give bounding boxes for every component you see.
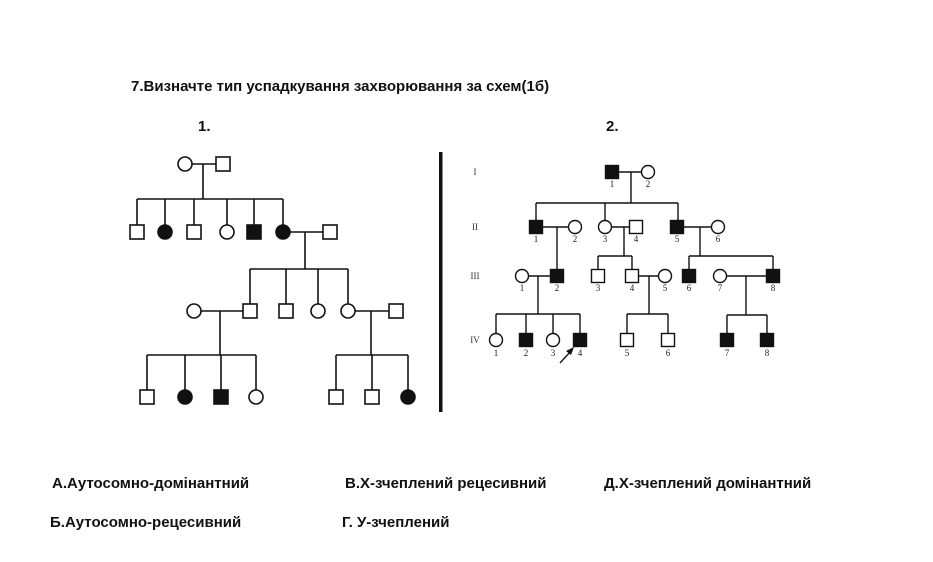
female-symbol — [310, 303, 326, 319]
affected-male-symbol — [765, 268, 781, 284]
generation-label: II — [472, 222, 478, 232]
male-symbol — [242, 303, 258, 319]
scheme-1-label: 1. — [198, 118, 211, 135]
male-symbol — [660, 332, 676, 348]
generation-label: III — [471, 271, 480, 281]
female-symbol — [248, 389, 264, 405]
male-symbol — [624, 268, 640, 284]
answer-b[interactable]: Б.Аутосомно-рецесивний — [50, 514, 242, 531]
individual-number: 6 — [716, 234, 721, 244]
female-symbol — [567, 219, 583, 235]
female-symbol — [712, 268, 728, 284]
individual-number: 1 — [520, 283, 525, 293]
scheme-2-label: 2. — [606, 118, 619, 135]
female-symbol — [640, 164, 656, 180]
individual-number: 7 — [725, 348, 730, 358]
individual-number: 3 — [596, 283, 601, 293]
female-symbol — [514, 268, 530, 284]
answer-g[interactable]: Г. У-зчеплений — [342, 514, 450, 531]
individual-number: 8 — [765, 348, 770, 358]
male-symbol — [628, 219, 644, 235]
pedigree-1 — [129, 156, 416, 405]
affected-female-symbol — [275, 224, 291, 240]
female-symbol — [177, 156, 193, 172]
answer-v[interactable]: В.Х-зчеплений рецесивний — [345, 475, 547, 492]
individual-number: 5 — [625, 348, 630, 358]
generation-label: I — [474, 167, 477, 177]
male-symbol — [364, 389, 380, 405]
male-symbol — [328, 389, 344, 405]
male-symbol — [215, 156, 231, 172]
individual-number: 1 — [494, 348, 499, 358]
affected-male-symbol — [549, 268, 565, 284]
individual-number: 8 — [771, 283, 776, 293]
male-symbol — [278, 303, 294, 319]
individual-number: 7 — [718, 283, 723, 293]
individual-number: 1 — [534, 234, 539, 244]
male-symbol — [129, 224, 145, 240]
individual-number: 6 — [666, 348, 671, 358]
answer-d[interactable]: Д.Х-зчеплений домінантний — [604, 475, 812, 492]
individual-number: 4 — [578, 348, 583, 358]
divider — [439, 152, 443, 412]
male-symbol — [590, 268, 606, 284]
affected-male-symbol — [518, 332, 534, 348]
individual-number: 2 — [555, 283, 560, 293]
affected-female-symbol — [400, 389, 416, 405]
individual-number: 2 — [524, 348, 529, 358]
female-symbol — [657, 268, 673, 284]
female-symbol — [710, 219, 726, 235]
female-symbol — [488, 332, 504, 348]
individual-number: 5 — [663, 283, 668, 293]
individual-number: 3 — [603, 234, 608, 244]
individual-number: 4 — [634, 234, 639, 244]
male-symbol — [322, 224, 338, 240]
female-symbol — [219, 224, 235, 240]
pedigree-2 — [488, 164, 781, 348]
affected-male-symbol — [572, 332, 588, 348]
female-symbol — [186, 303, 202, 319]
proband-arrow-icon — [559, 347, 574, 364]
affected-male-symbol — [759, 332, 775, 348]
male-symbol — [388, 303, 404, 319]
affected-female-symbol — [157, 224, 173, 240]
generation-label: IV — [470, 335, 480, 345]
affected-male-symbol — [246, 224, 262, 240]
answer-a[interactable]: А.Аутосомно-домінантний — [52, 475, 250, 492]
individual-number: 6 — [687, 283, 692, 293]
individual-number: 2 — [573, 234, 578, 244]
affected-male-symbol — [213, 389, 229, 405]
question-title: 7.Визначте тип успадкування захворювання… — [131, 78, 550, 95]
individual-number: 4 — [630, 283, 635, 293]
affected-male-symbol — [669, 219, 685, 235]
individual-number: 1 — [610, 179, 615, 189]
female-symbol — [545, 332, 561, 348]
male-symbol — [619, 332, 635, 348]
male-symbol — [186, 224, 202, 240]
individual-number: 2 — [646, 179, 651, 189]
affected-male-symbol — [681, 268, 697, 284]
male-symbol — [139, 389, 155, 405]
affected-male-symbol — [719, 332, 735, 348]
female-symbol — [340, 303, 356, 319]
individual-number: 3 — [551, 348, 556, 358]
individual-number: 5 — [675, 234, 680, 244]
affected-male-symbol — [528, 219, 544, 235]
affected-female-symbol — [177, 389, 193, 405]
female-symbol — [597, 219, 613, 235]
affected-male-symbol — [604, 164, 620, 180]
